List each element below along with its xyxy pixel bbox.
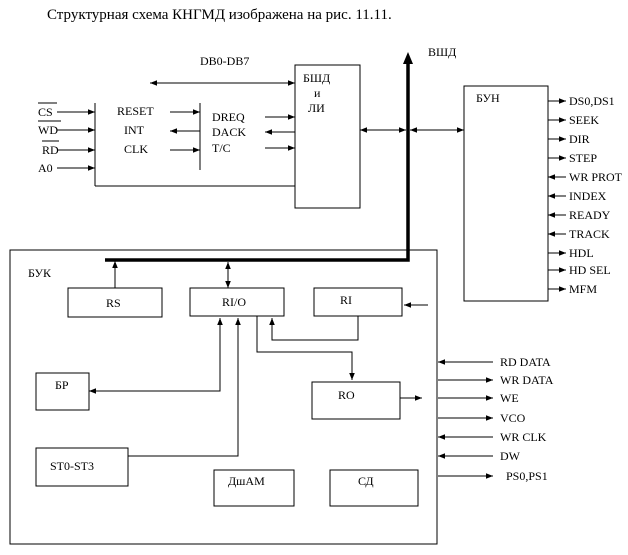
db-bus-label: DB0-DB7 (200, 54, 249, 68)
vshd-bus-arrowhead (403, 52, 413, 64)
rio-block (189, 287, 285, 317)
ri-block (313, 287, 403, 317)
rio-label: RI/O (222, 295, 246, 309)
sd-label: СД (358, 474, 374, 488)
rs-block (67, 287, 163, 318)
st-rio-line (128, 318, 241, 457)
vshd-label: ВШД (428, 45, 456, 59)
a0-label: A0 (38, 161, 53, 175)
clk-label: CLK (124, 142, 148, 156)
buk-label: БУК (28, 266, 52, 280)
bun-signal-index: INDEX (569, 189, 607, 203)
ri-label: RI (340, 293, 352, 307)
dsham-label: ДшАМ (228, 474, 265, 488)
bun-signal-track: TRACK (569, 227, 610, 241)
br-block (35, 372, 90, 411)
bshd-label-2: и (314, 86, 321, 100)
sd-block (329, 469, 419, 507)
buk-signal-ps: PS0,PS1 (506, 469, 548, 483)
caption: Структурная схема КНГМД изображена на ри… (47, 7, 392, 23)
dreq-label: DREQ (212, 110, 245, 124)
br-label: БР (55, 378, 69, 392)
bun-signal-lines (548, 98, 566, 292)
vshd-bus (105, 62, 410, 262)
buk-signal-lines (438, 359, 493, 479)
bshd-label-3: ЛИ (308, 101, 325, 115)
buk-signal-wrclk: WR CLK (500, 430, 547, 444)
rio-to-ro-line (256, 316, 355, 380)
bun-signal-hdsel: HD SEL (569, 263, 611, 277)
bun-signal-mfm: MFM (569, 282, 597, 296)
int-label: INT (124, 123, 145, 137)
wd-label: WD (38, 123, 58, 137)
ro-block (311, 381, 401, 420)
reset-label: RESET (117, 104, 154, 118)
buk-signal-vco: VCO (500, 411, 526, 425)
buk-signal-dw: DW (500, 449, 521, 463)
buk-signal-we: WE (500, 391, 519, 405)
bun-signal-step: STEP (569, 151, 597, 165)
dack-label: DACK (212, 125, 246, 139)
dsham-block (213, 469, 295, 507)
ri-to-rio-line (269, 316, 359, 341)
bshd-label-1: БШД (303, 71, 330, 85)
ro-label: RO (338, 388, 355, 402)
bun-label: БУН (476, 91, 500, 105)
bun-signal-wrprot: WR PROT (569, 170, 623, 184)
br-rio-line (89, 318, 223, 394)
bun-signal-ds: DS0,DS1 (569, 94, 615, 108)
bun-signal-hdl: HDL (569, 246, 594, 260)
rs-label: RS (106, 296, 121, 310)
rd-label: RD (42, 143, 59, 157)
buk-signal-wrdata: WR DATA (500, 373, 554, 387)
bun-signal-ready: READY (569, 208, 611, 222)
st-block (35, 447, 129, 487)
bshd-block (294, 64, 361, 209)
bun-signal-dir: DIR (569, 132, 590, 146)
cs-label: CS (38, 105, 53, 119)
st-label: ST0-ST3 (50, 459, 94, 473)
tc-label: T/C (212, 141, 231, 155)
bun-block (463, 85, 549, 302)
bun-signal-seek: SEEK (569, 113, 599, 127)
buk-signal-rddata: RD DATA (500, 355, 551, 369)
